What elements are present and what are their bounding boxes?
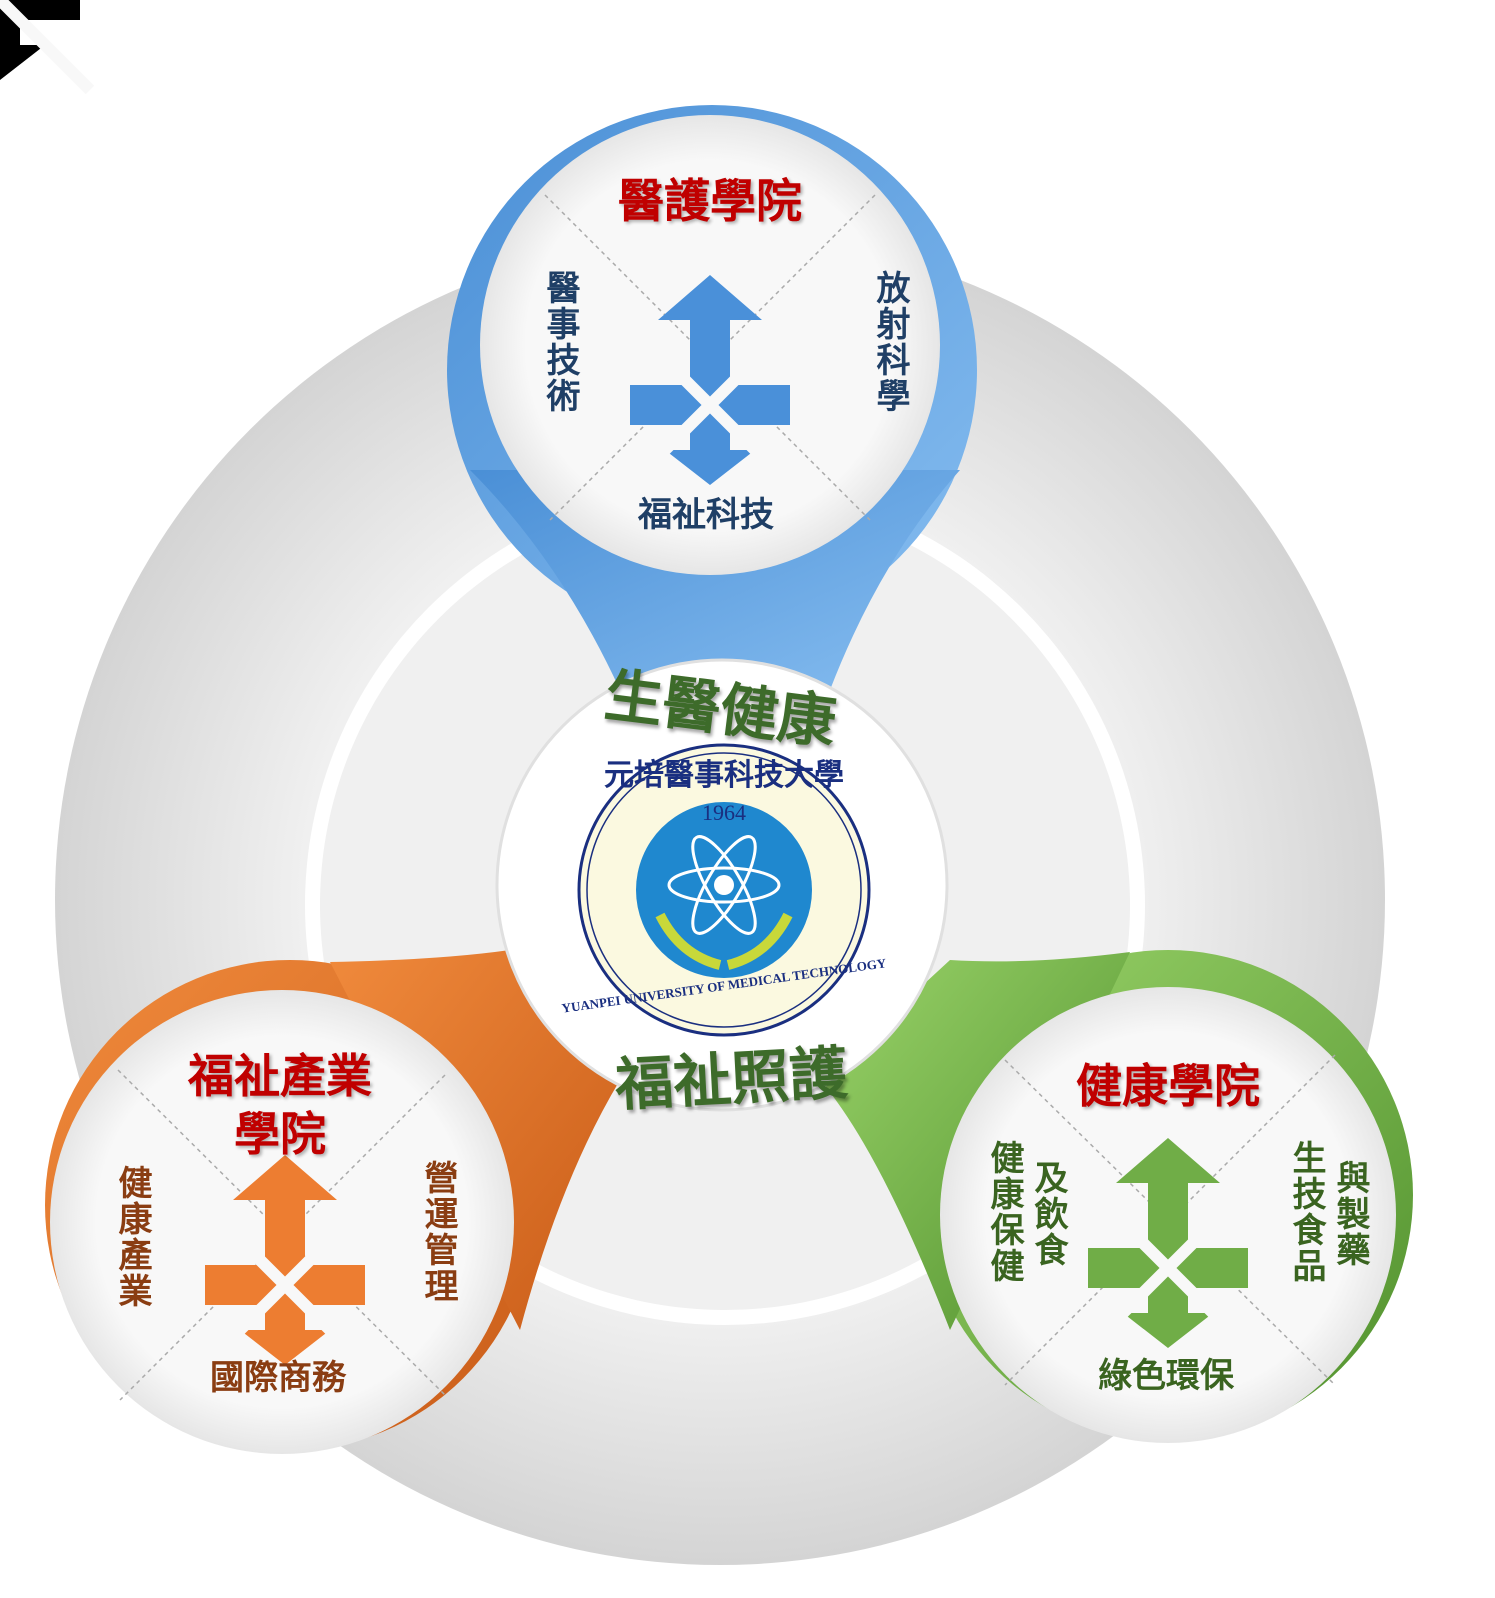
slogan-welfare-care: 福祉照護 [613,1038,849,1120]
dept-biotech-food: 生技食品 [1286,1140,1326,1284]
dept-food: 及飲食 [1028,1160,1068,1268]
dept-international-business: 國際商務 [210,1358,346,1398]
dept-health-care: 健康保健 [984,1140,1024,1284]
dept-green-environment: 綠色環保 [1098,1356,1234,1396]
college-title-nursing: 醫護學院 [618,174,802,228]
dept-welfare-technology: 福祉科技 [638,495,774,535]
college-title-health: 健康學院 [1076,1059,1260,1113]
converging-arrows-icon [0,0,95,95]
college-title-welfare-line2: 學院 [234,1107,326,1161]
dept-radiological-science: 放射科學 [870,270,910,414]
dept-pharmaceutics: 與製藥 [1330,1160,1370,1268]
logo-year: 1964 [702,800,746,825]
logo-name-zh: 元培醫事科技大學 [604,758,844,793]
university-logo [577,743,871,1037]
dept-operations-management: 營運管理 [418,1160,458,1304]
dept-health-industry: 健康產業 [112,1165,152,1309]
dept-medical-technology: 醫事技術 [540,270,580,414]
college-title-welfare-line1: 福祉產業 [188,1049,372,1103]
